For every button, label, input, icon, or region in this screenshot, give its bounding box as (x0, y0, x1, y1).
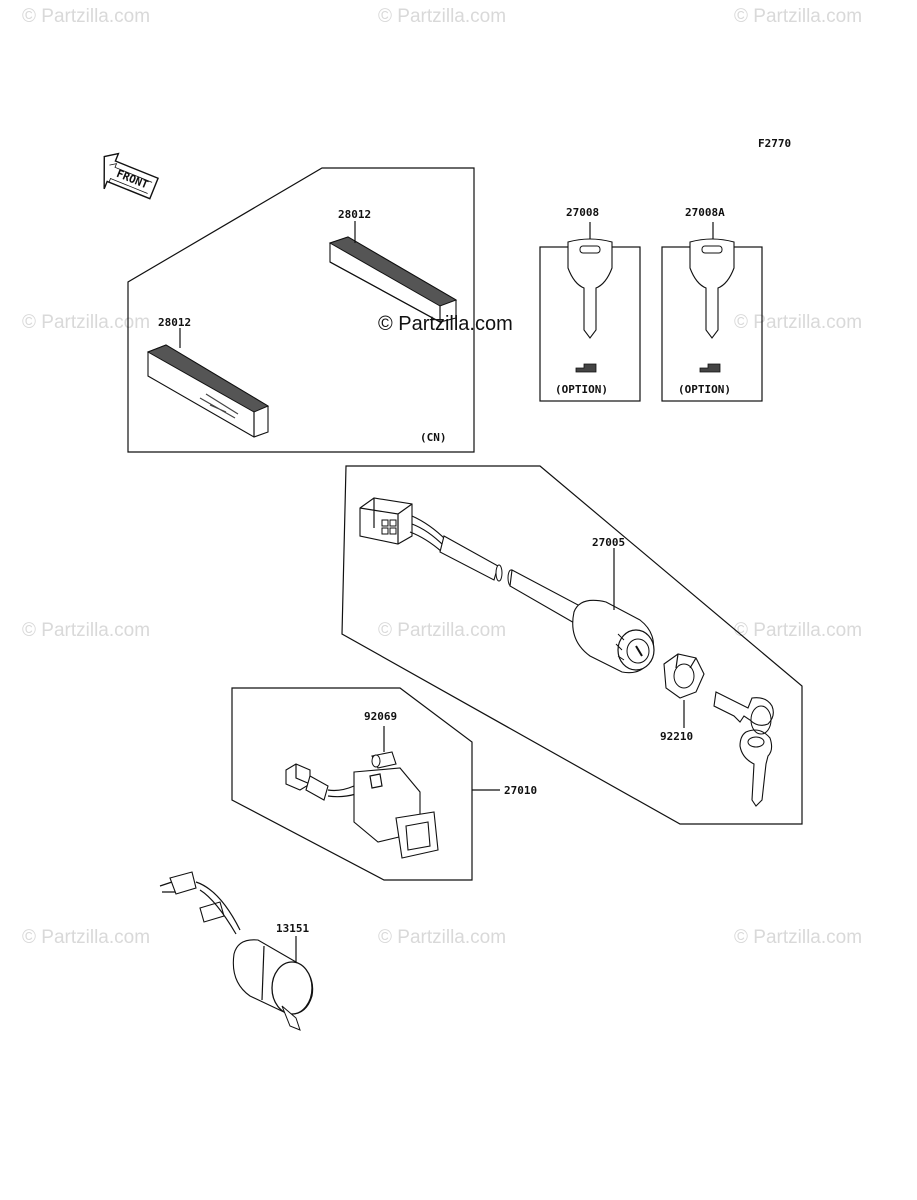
label-option-1: (OPTION) (555, 383, 608, 396)
main-watermark: © Partzilla.com (378, 313, 513, 335)
bulb-icon (371, 751, 397, 769)
watermark: © Partzilla.com (22, 312, 150, 333)
ignition-switch-panel: 92210 27005 (341, 465, 803, 825)
decal-lower (146, 344, 270, 438)
connector-icon (359, 497, 413, 545)
watermark: © Partzilla.com (22, 620, 150, 641)
label-28012-lower: 28012 (158, 316, 191, 329)
socket-icon (232, 939, 314, 1031)
switch-panel: 92069 27010 (231, 687, 537, 881)
watermark: © Partzilla.com (734, 312, 862, 333)
socket-part: 13151 (159, 871, 314, 1031)
label-92210: 92210 (660, 730, 693, 743)
front-arrow-icon: FRONT (103, 152, 159, 200)
watermark: © Partzilla.com (734, 927, 862, 948)
ignition-keys-icon (713, 691, 774, 807)
watermark: © Partzilla.com (378, 927, 506, 948)
label-27010: 27010 (504, 784, 537, 797)
decal-panel: 28012 28012 (CN) (127, 167, 475, 453)
watermark: © Partzilla.com (22, 6, 150, 27)
push-switch-icon (353, 767, 439, 859)
figure-code: F2770 (758, 137, 791, 150)
label-27005: 27005 (592, 536, 625, 549)
label-27008a: 27008A (685, 206, 725, 219)
switch-connector-icon (285, 763, 311, 791)
decal-upper (328, 236, 458, 324)
ignition-switch-icon (572, 599, 655, 674)
label-27008: 27008 (566, 206, 599, 219)
key-icon (567, 238, 613, 339)
label-28012-upper: 28012 (338, 208, 371, 221)
key-27008-panel: 27008 (OPTION) (539, 206, 641, 402)
watermark-grid: © Partzilla.com © Partzilla.com © Partzi… (22, 6, 862, 948)
watermark: © Partzilla.com (734, 620, 862, 641)
key-icon (689, 238, 735, 339)
key-27008a-panel: 27008A (OPTION) (661, 206, 763, 402)
watermark: © Partzilla.com (378, 620, 506, 641)
watermark: © Partzilla.com (22, 927, 150, 948)
label-92069: 92069 (364, 710, 397, 723)
label-option-2: (OPTION) (678, 383, 731, 396)
watermark: © Partzilla.com (378, 6, 506, 27)
label-13151: 13151 (276, 922, 309, 935)
watermark: © Partzilla.com (734, 6, 862, 27)
nut-icon (663, 653, 705, 699)
label-cn: (CN) (420, 431, 447, 444)
